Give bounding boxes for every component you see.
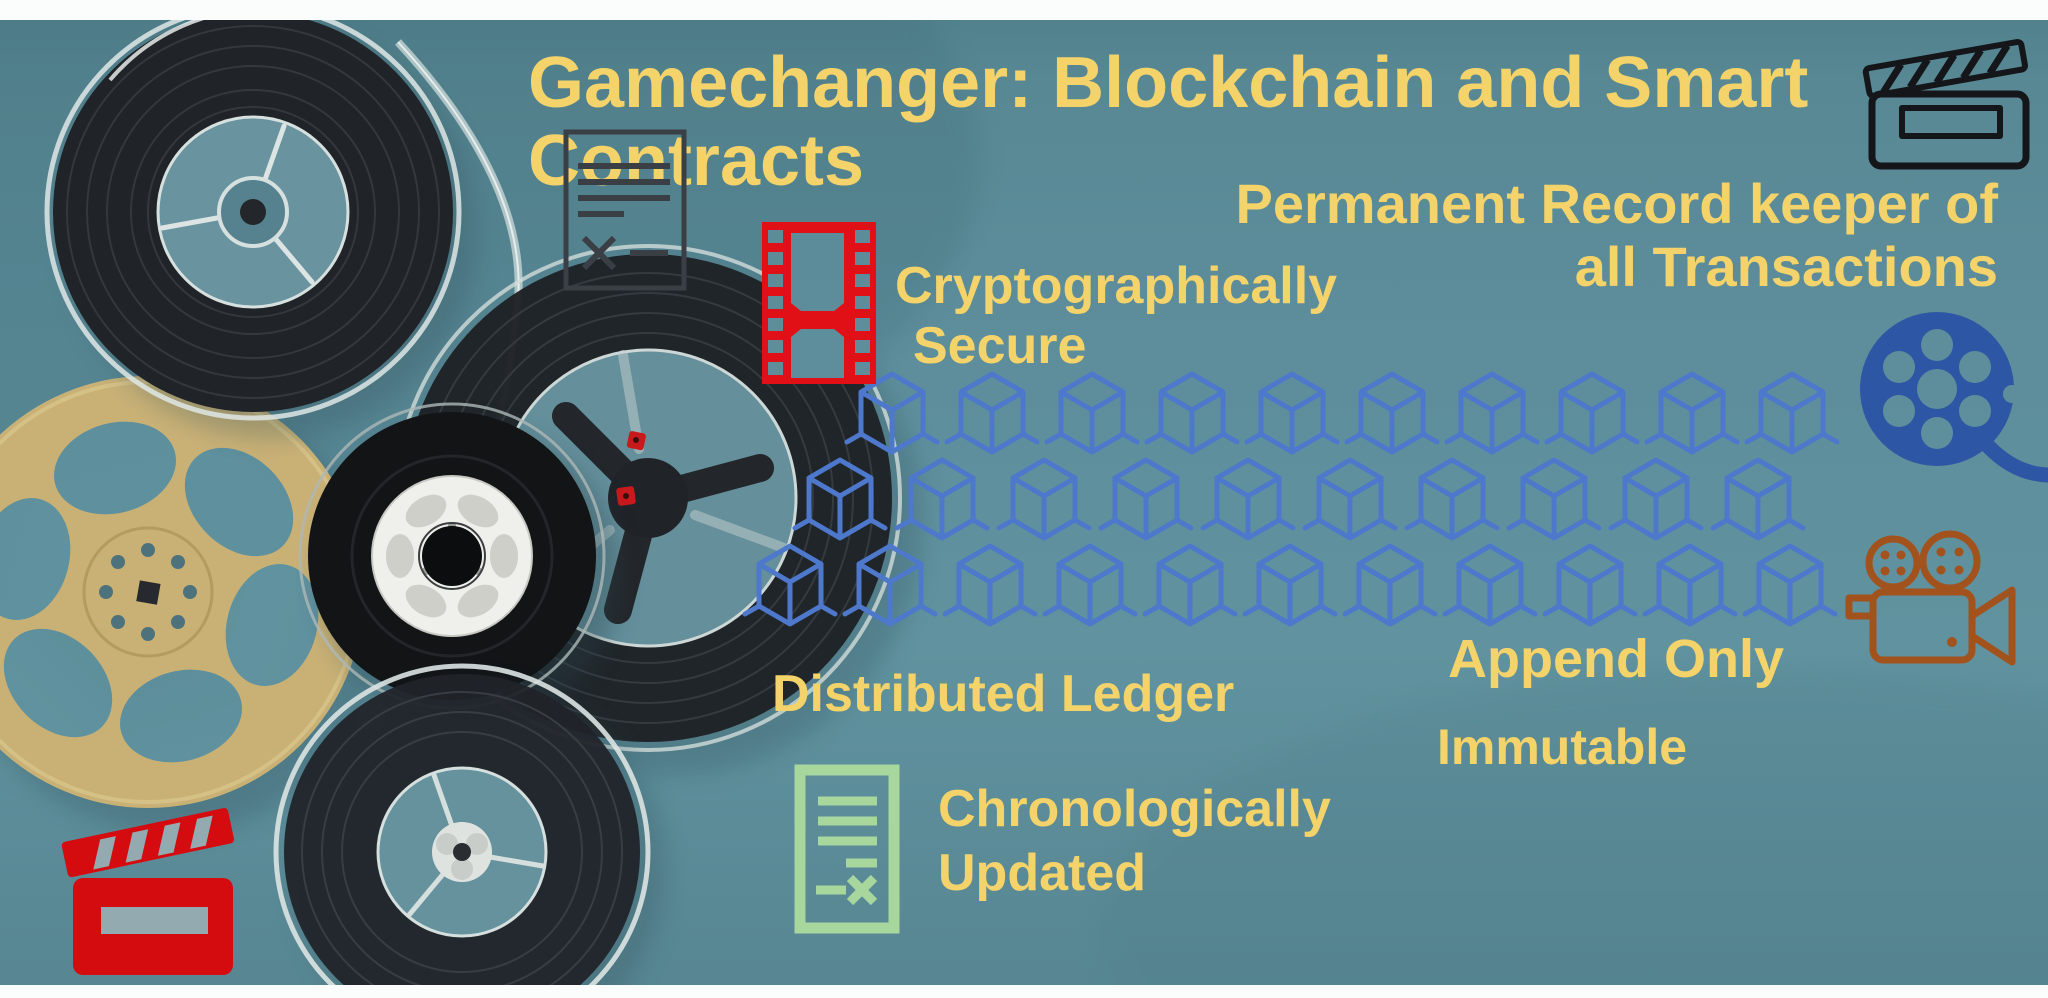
permanent-line-2: all Transactions [1574,235,1998,298]
permanent-line-1: Permanent Record keeper of [1235,172,1998,235]
title-line-1: Gamechanger: Blockchain and Smart [528,43,1809,123]
film-reel-icon [1860,312,2048,483]
film-strip-icon [762,222,876,384]
slide-title: Gamechanger: Blockchain and Smart Contra… [528,44,1808,200]
label-permanent-record: Permanent Record keeper of all Transacti… [1236,172,1998,298]
black-film-reel [298,402,620,726]
contract-document-icon [563,129,687,291]
chrono-line-2: Updated [938,844,1146,902]
clear-reel-bottom [273,663,666,998]
photo-frame-bottom [0,985,2048,998]
photo-frame-top [0,0,2048,20]
clapperboard-solid-icon [61,808,235,975]
clapperboard-outline-icon [1862,38,2030,170]
crypto-line-2: Secure [913,317,1087,375]
chrono-line-1: Chronologically [938,780,1331,838]
title-line-2: Contracts [528,121,865,201]
tan-film-reel [0,331,388,832]
crypto-line-1: Cryptographically [895,257,1338,315]
label-immutable: Immutable [1437,719,1688,775]
movie-camera-icon [1845,530,2016,666]
ledger-document-icon [794,764,900,934]
label-append-only: Append Only [1448,629,1784,689]
clear-reel-top-left [44,3,478,438]
label-cryptographically-secure: Cryptographically Secure [895,256,1337,376]
label-chronologically-updated: Chronologically Updated [938,777,1331,905]
label-distributed-ledger: Distributed Ledger [772,665,1235,723]
